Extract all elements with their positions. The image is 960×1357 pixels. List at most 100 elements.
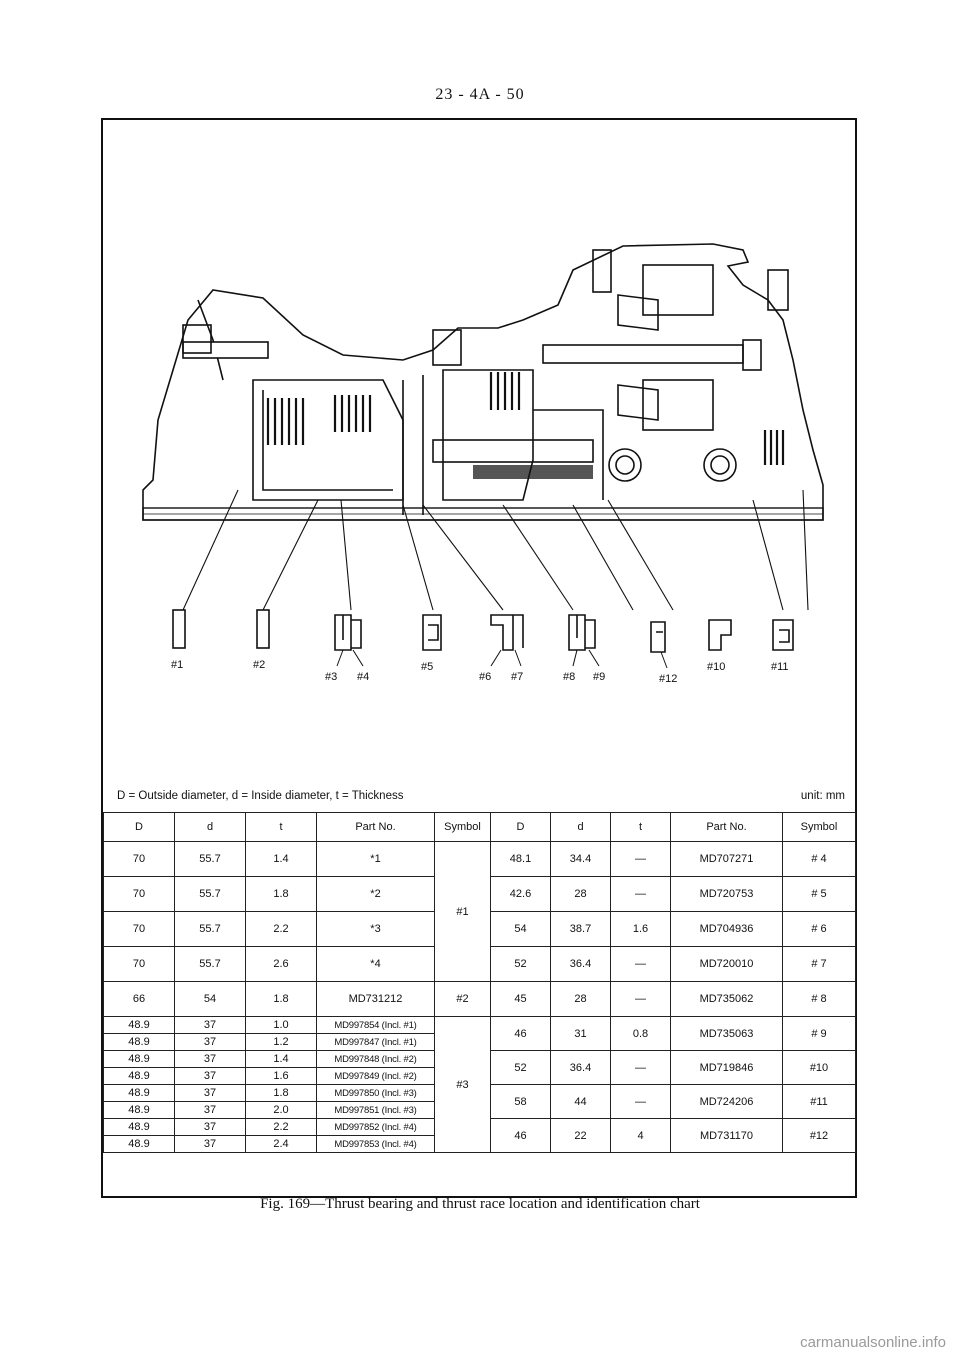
table-cell: 28	[550, 981, 611, 1017]
table-cell: —	[610, 1050, 671, 1085]
table-cell: 34.4	[550, 841, 611, 877]
header-part-no: Part No.	[316, 812, 435, 842]
header-d: d	[174, 812, 246, 842]
table-cell: # 6	[782, 911, 856, 947]
table-cell: *1	[316, 841, 435, 877]
table-cell: 37	[174, 1016, 246, 1034]
table-row: 48.9 37 2.4 MD997853 (Incl. #4)	[103, 1135, 856, 1153]
table-cell: # 4	[782, 841, 856, 877]
table-cell: 48.9	[103, 1067, 175, 1085]
figure-caption: Fig. 169—Thrust bearing and thrust race …	[260, 1196, 700, 1212]
table-cell: 31	[550, 1016, 611, 1051]
table-cell: # 5	[782, 876, 856, 912]
table-cell: 66	[103, 981, 175, 1017]
table-cell: 58	[490, 1084, 551, 1119]
unit-label: unit: mm	[800, 790, 845, 802]
table-cell: 48.9	[103, 1050, 175, 1068]
table-row: 70 55.7 2.2 *3 54 38.7 1.6 MD704936 # 6	[103, 911, 856, 947]
table-cell: MD997850 (Incl. #3)	[316, 1084, 435, 1102]
table-cell: MD720010	[670, 946, 783, 982]
header-symbol: Symbol	[434, 812, 491, 842]
table-cell: 1.6	[610, 911, 671, 947]
table-cell: MD997847 (Incl. #1)	[316, 1033, 435, 1051]
table-cell: MD731170	[670, 1118, 783, 1153]
table-cell: 46	[490, 1016, 551, 1051]
transmission-cross-section-diagram: #1 #2 #3 #4 #5 #6 #7 #8 #9 #12 #10 #11	[103, 120, 855, 780]
thrust-bearing-spec-table: D d t Part No. Symbol D d t Part No. Sym…	[103, 812, 856, 1153]
table-cell: 1.8	[245, 1084, 317, 1102]
diagram-label-8: #8	[563, 671, 575, 683]
table-cell: MD735063	[670, 1016, 783, 1051]
table-cell: 22	[550, 1118, 611, 1153]
table-cell: 45	[490, 981, 551, 1017]
diagram-label-1: #1	[171, 659, 183, 671]
table-row: 70 55.7 1.4 *1 #1 48.1 34.4 — MD707271 #…	[103, 841, 856, 982]
table-cell: 38.7	[550, 911, 611, 947]
table-cell: 36.4	[550, 946, 611, 982]
table-cell: 1.8	[245, 981, 317, 1017]
page-number: 23 - 4A - 50	[435, 86, 525, 103]
table-cell: MD997851 (Incl. #3)	[316, 1101, 435, 1119]
symbol-cell: #1	[434, 841, 491, 982]
table-cell: 46	[490, 1118, 551, 1153]
table-cell: MD997848 (Incl. #2)	[316, 1050, 435, 1068]
table-cell: 2.2	[245, 1118, 317, 1136]
table-cell: 52	[490, 1050, 551, 1085]
diagram-label-2: #2	[253, 659, 265, 671]
table-cell: 48.9	[103, 1101, 175, 1119]
table-cell: 36.4	[550, 1050, 611, 1085]
table-cell: 37	[174, 1101, 246, 1119]
table-cell: 1.4	[245, 1050, 317, 1068]
table-cell: *2	[316, 876, 435, 912]
header-part-no-right: Part No.	[670, 812, 783, 842]
table-cell: 37	[174, 1118, 246, 1136]
dimension-legend: D = Outside diameter, d = Inside diamete…	[117, 790, 404, 802]
table-cell: MD731212	[316, 981, 435, 1017]
table-cell: #11	[782, 1084, 856, 1119]
diagram-label-11: #11	[771, 661, 789, 673]
diagram-label-6: #6	[479, 671, 491, 683]
figure-frame: #1 #2 #3 #4 #5 #6 #7 #8 #9 #12 #10 #11 D…	[101, 118, 857, 1198]
table-cell: 70	[103, 841, 175, 877]
diagram-label-12: #12	[659, 673, 677, 685]
header-D: D	[103, 812, 175, 842]
table-cell: MD735062	[670, 981, 783, 1017]
table-cell: 70	[103, 911, 175, 947]
watermark: carmanualsonline.info	[800, 1334, 946, 1351]
header-D-right: D	[490, 812, 551, 842]
table-cell: 55.7	[174, 911, 246, 947]
table-cell: MD707271	[670, 841, 783, 877]
table-cell: 37	[174, 1135, 246, 1153]
table-cell: 48.9	[103, 1084, 175, 1102]
table-cell: 4	[610, 1118, 671, 1153]
table-cell: 2.4	[245, 1135, 317, 1153]
table-cell: MD724206	[670, 1084, 783, 1119]
table-cell: 48.1	[490, 841, 551, 877]
diagram-label-7: #7	[511, 671, 523, 683]
table-row: 48.9 37 1.4 MD997848 (Incl. #2) 52 36.4 …	[103, 1050, 856, 1085]
table-cell: MD997854 (Incl. #1)	[316, 1016, 435, 1034]
symbol-cell: #3	[434, 1016, 491, 1153]
table-cell: 55.7	[174, 841, 246, 877]
diagram-label-9: #9	[593, 671, 605, 683]
header-d-right: d	[550, 812, 611, 842]
header-t: t	[245, 812, 317, 842]
table-cell: —	[610, 841, 671, 877]
table-cell: 70	[103, 946, 175, 982]
table-row: 48.9 37 1.2 MD997847 (Incl. #1)	[103, 1033, 856, 1051]
table-cell: 55.7	[174, 946, 246, 982]
table-cell: 48.9	[103, 1016, 175, 1034]
table-cell: 48.9	[103, 1033, 175, 1051]
header-t-right: t	[610, 812, 671, 842]
table-header-row: D d t Part No. Symbol D d t Part No. Sym…	[103, 812, 856, 842]
table-cell: MD720753	[670, 876, 783, 912]
table-row: 70 55.7 1.8 *2 42.6 28 — MD720753 # 5	[103, 876, 856, 912]
table-cell: #10	[782, 1050, 856, 1085]
table-cell: 2.6	[245, 946, 317, 982]
table-cell: *3	[316, 911, 435, 947]
diagram-label-10: #10	[707, 661, 725, 673]
table-cell: # 8	[782, 981, 856, 1017]
table-cell: 48.9	[103, 1135, 175, 1153]
table-cell: #12	[782, 1118, 856, 1153]
table-cell: 1.0	[245, 1016, 317, 1034]
